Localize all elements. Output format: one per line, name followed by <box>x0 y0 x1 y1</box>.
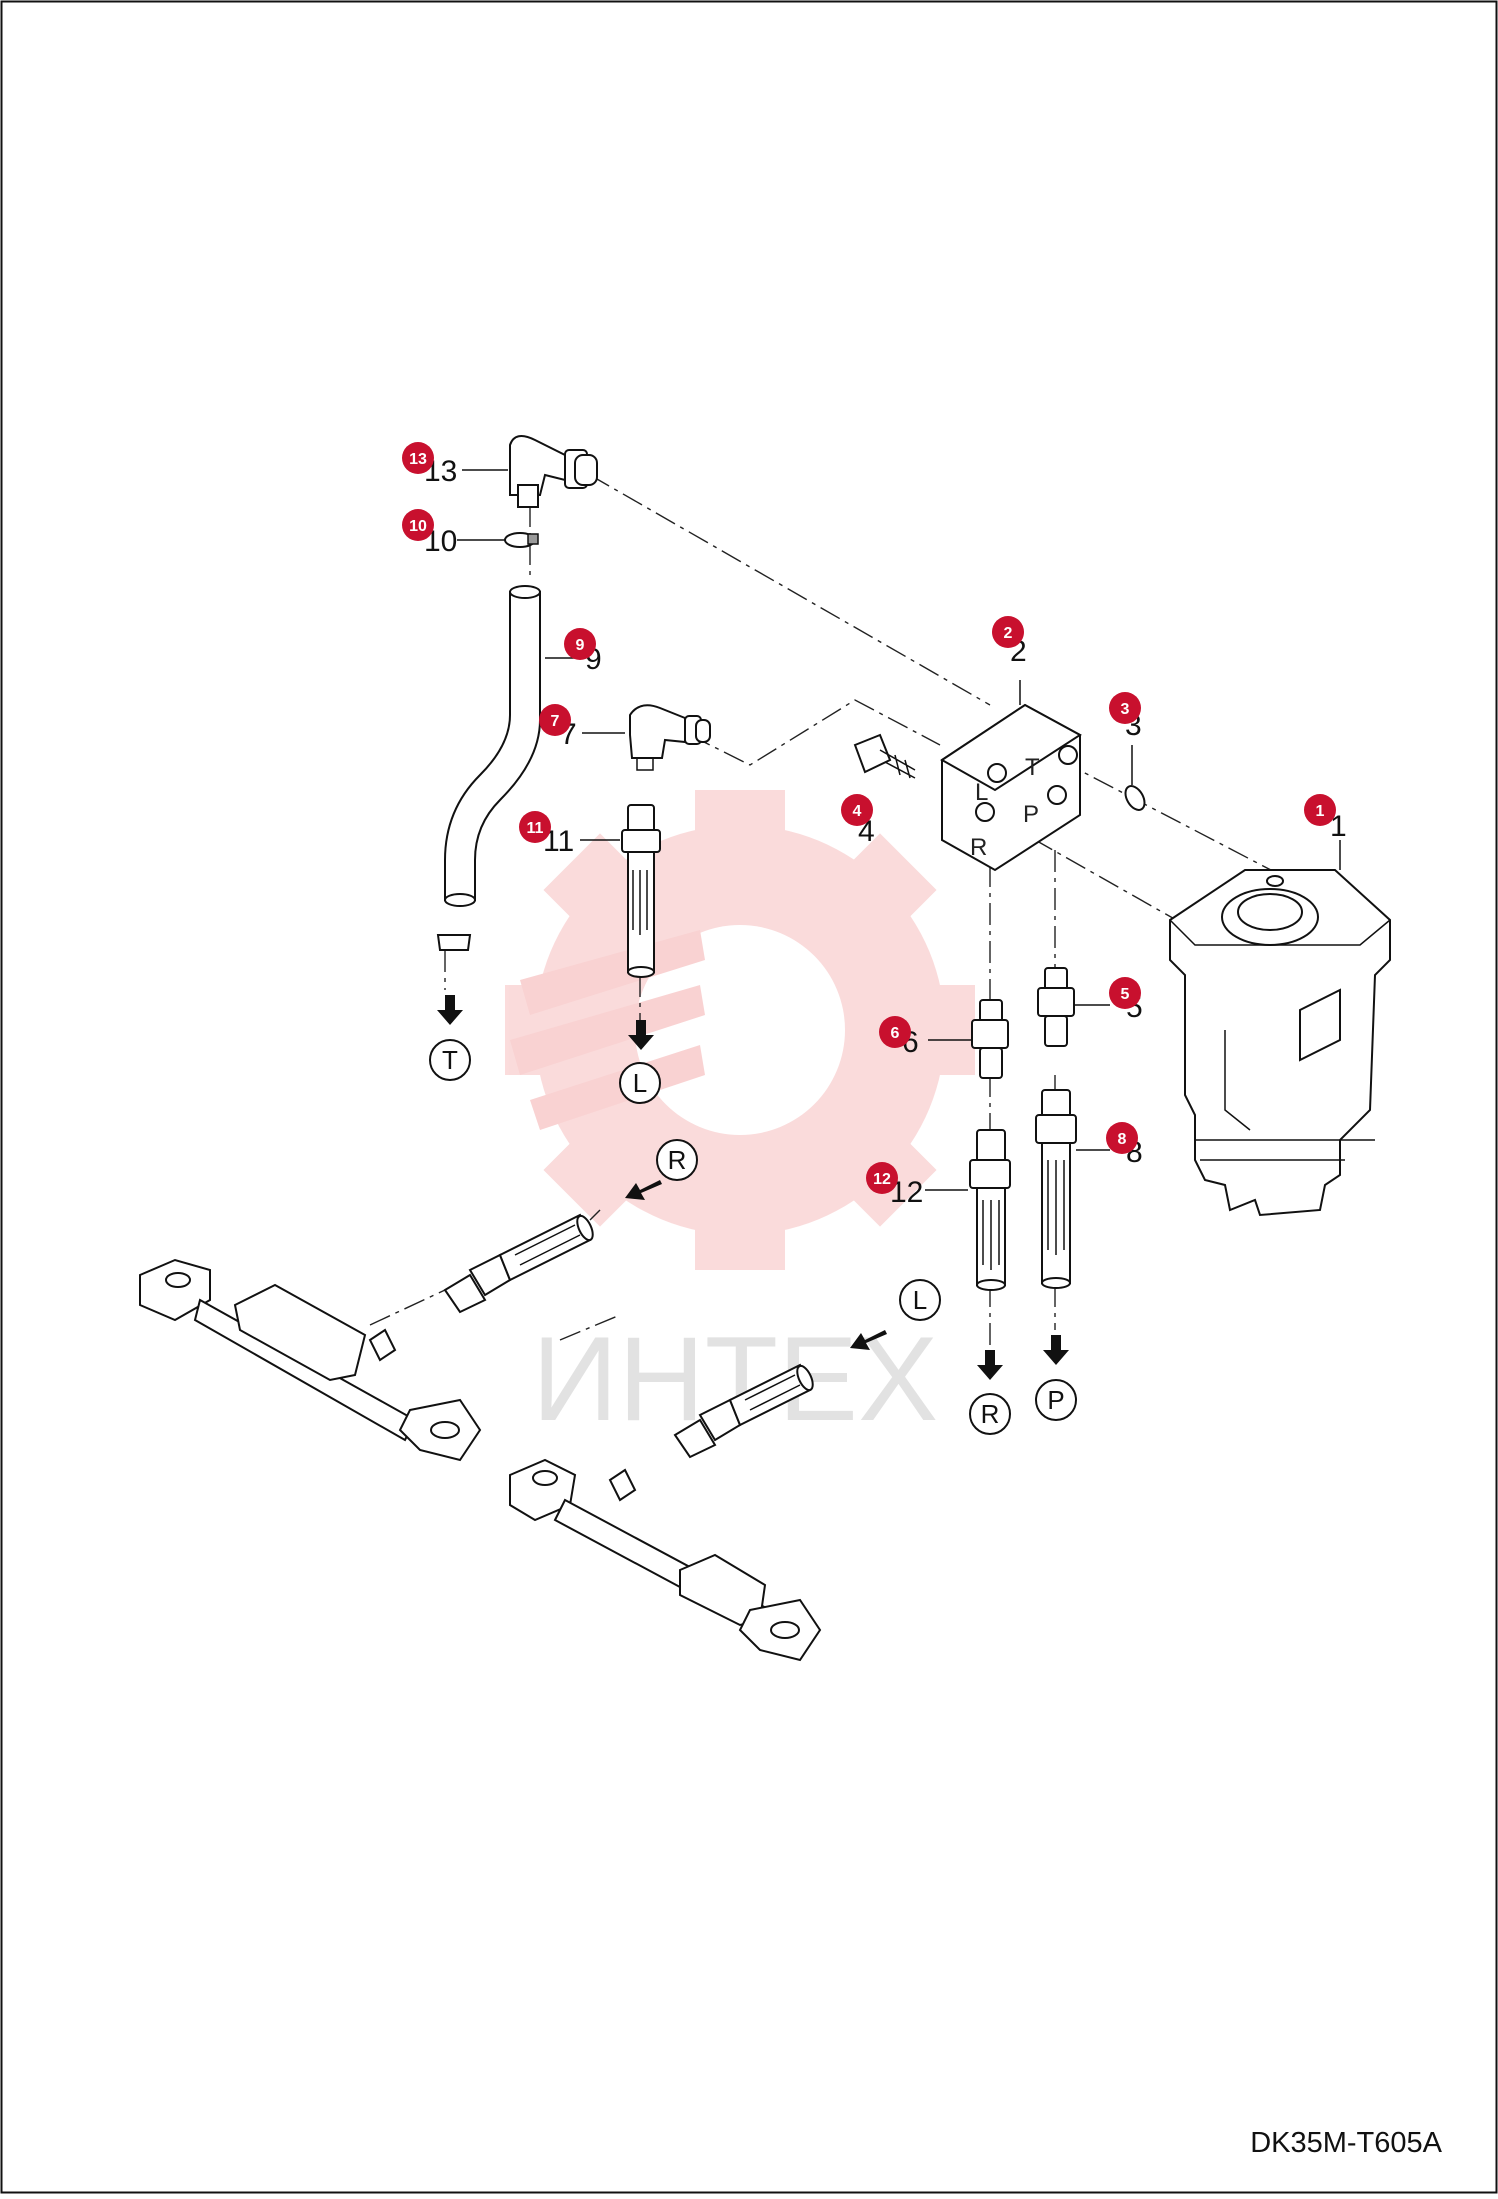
callout-badge-9[interactable]: 9 <box>564 628 596 660</box>
port-marker-r-upper: R <box>656 1139 698 1181</box>
port-marker-t: T <box>429 1039 471 1081</box>
callout-badge-3[interactable]: 3 <box>1109 692 1141 724</box>
svg-text:11: 11 <box>527 820 544 837</box>
callout-badge-13[interactable]: 13 <box>402 442 434 474</box>
svg-text:12: 12 <box>873 1171 891 1188</box>
svg-text:1: 1 <box>1316 803 1325 820</box>
callout-badge-8[interactable]: 8 <box>1106 1122 1138 1154</box>
part-label-1: 1 <box>1330 810 1347 843</box>
port-marker-l-upper: L <box>619 1062 661 1104</box>
callout-badge-5[interactable]: 5 <box>1109 977 1141 1009</box>
svg-text:8: 8 <box>1118 1131 1127 1148</box>
port-marker-r-lower: R <box>969 1393 1011 1435</box>
leader-lines <box>457 469 1341 1191</box>
part-9-return-hose <box>436 585 541 951</box>
svg-text:L: L <box>633 1068 647 1098</box>
callout-badge-6[interactable]: 6 <box>879 1016 911 1048</box>
part-7-elbow-fitting <box>629 704 711 771</box>
watermark: ИНТЕХ <box>505 790 975 1446</box>
drawing-code: DK35M-T605A <box>1250 2127 1442 2159</box>
callout-badge-7[interactable]: 7 <box>539 704 571 736</box>
hose-to-left-cylinder <box>443 1213 594 1314</box>
callout-badge-1[interactable]: 1 <box>1304 794 1336 826</box>
port-marker-l-lower: L <box>899 1279 941 1321</box>
steering-cylinder-right <box>509 1458 822 1662</box>
svg-text:13: 13 <box>409 451 427 468</box>
plate-letter-l: L <box>975 779 988 806</box>
svg-text:5: 5 <box>1121 986 1130 1003</box>
port-marker-p: P <box>1035 1379 1077 1421</box>
arrow-down-icon <box>437 995 463 1025</box>
callout-badge-12[interactable]: 12 <box>866 1162 898 1194</box>
callout-badge-11[interactable]: 11 <box>519 811 551 843</box>
part-12-hose-r <box>969 1129 1011 1291</box>
steering-cylinder-left <box>139 1258 482 1462</box>
part-1-steering-unit <box>1169 869 1391 1217</box>
plate-letter-t: T <box>1025 754 1040 781</box>
callout-badge-10[interactable]: 10 <box>402 509 434 541</box>
svg-text:4: 4 <box>853 803 862 820</box>
svg-text:10: 10 <box>409 518 427 535</box>
arrow-down-left-icon <box>850 1330 887 1350</box>
part-4-bolt <box>853 733 916 779</box>
callout-badge-4[interactable]: 4 <box>841 794 873 826</box>
arrow-down-icon <box>628 1020 654 1050</box>
svg-text:7: 7 <box>551 713 560 730</box>
assembly-centerlines <box>369 474 1291 1421</box>
callout-badges: 13 10 9 7 11 2 3 4 1 5 6 8 12 <box>402 442 1336 1194</box>
arrow-down-icon <box>1043 1335 1069 1365</box>
svg-text:L: L <box>913 1285 927 1315</box>
hose-to-right-cylinder <box>673 1363 814 1459</box>
part-13-elbow-fitting <box>509 435 598 508</box>
svg-text:6: 6 <box>891 1025 900 1042</box>
part-6-adapter <box>971 999 1009 1079</box>
flow-arrows <box>437 995 1069 1380</box>
plate-letter-p: P <box>1023 801 1039 828</box>
part-10-hose-clamp <box>504 532 539 548</box>
part-5-adapter <box>1037 967 1075 1047</box>
part-2-manifold-plate: L T R P <box>940 703 1082 872</box>
svg-text:2: 2 <box>1004 625 1013 642</box>
plate-letter-r: R <box>970 834 987 861</box>
part-3-o-ring <box>1124 785 1146 811</box>
svg-text:R: R <box>981 1399 1000 1429</box>
callout-badge-2[interactable]: 2 <box>992 616 1024 648</box>
svg-text:9: 9 <box>576 637 585 654</box>
arrow-down-icon <box>977 1350 1003 1380</box>
port-markers: T L R R P L <box>429 1039 1077 1435</box>
part-11-hose-l <box>621 804 661 978</box>
svg-text:R: R <box>668 1145 687 1175</box>
arrow-down-left-icon <box>625 1180 662 1200</box>
svg-text:T: T <box>442 1045 458 1075</box>
part-8-hose-p <box>1035 1089 1077 1289</box>
svg-text:P: P <box>1047 1385 1064 1415</box>
svg-text:3: 3 <box>1121 701 1130 718</box>
